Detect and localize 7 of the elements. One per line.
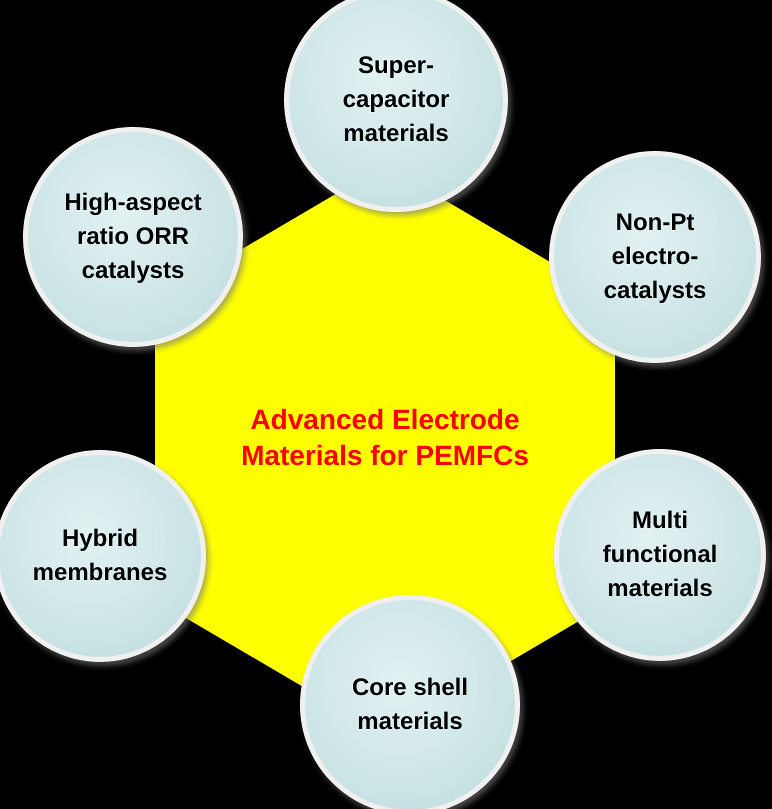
- node-label: Hybrid membranes: [32, 524, 168, 588]
- node-label: High-aspect ratio ORR catalysts: [63, 188, 203, 286]
- title-text: Advanced Electrode Materials for PEMFCs: [240, 403, 530, 473]
- node-label: Non-Pt electro-catalysts: [602, 208, 708, 306]
- node-label: Core shell materials: [350, 672, 470, 737]
- node-label: Super-capacitor materials: [342, 50, 450, 150]
- node-label: Multi functional materials: [602, 506, 718, 604]
